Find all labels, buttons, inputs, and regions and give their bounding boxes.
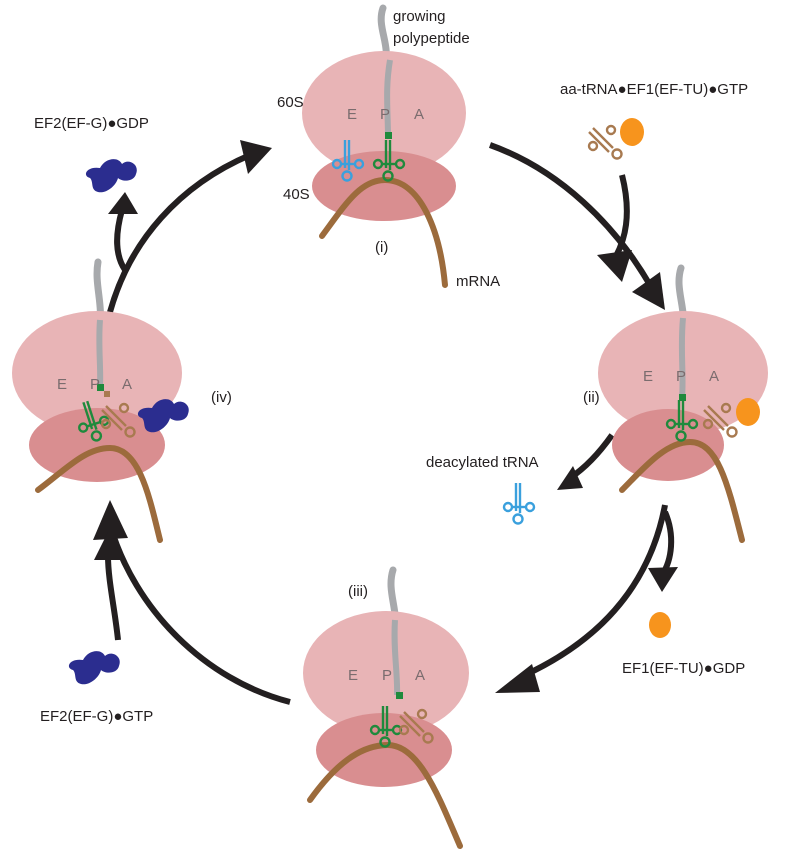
label-aa-trna-complex: aa-tRNA●EF1(EF-TU)●GTP <box>560 81 748 98</box>
arrowhead-deacylated-out <box>557 466 583 490</box>
label-growing: growing <box>393 8 446 25</box>
step-label-iii: (iii) <box>348 583 368 600</box>
ribosome-iii: E P A <box>303 566 469 849</box>
site-a-label-i: A <box>414 106 424 123</box>
ribosome-iv: E P A <box>12 258 189 543</box>
site-e-label-iii: E <box>348 667 358 684</box>
ef-g-gtp-free <box>68 651 120 685</box>
peptide-link-iii <box>396 692 403 699</box>
arrowheads <box>93 140 678 693</box>
arrowhead-efg-gdp-out <box>108 192 138 214</box>
label-deacylated-trna: deacylated tRNA <box>426 454 539 471</box>
arrowhead-aa-trna-in <box>597 250 632 282</box>
site-a-label-iii: A <box>415 667 425 684</box>
site-p-label-ii: P <box>676 368 686 385</box>
large-subunit-i <box>302 51 466 175</box>
arrowhead-ef1-gdp-out <box>648 567 678 592</box>
arrow-i-to-ii <box>488 142 653 287</box>
site-p-label-iv: P <box>90 376 100 393</box>
label-ef2-gdp: EF2(EF-G)●GDP <box>34 115 149 132</box>
label-polypeptide: polypeptide <box>393 30 470 47</box>
arrowhead-i-to-ii <box>632 272 665 310</box>
ribosome-i: E P A <box>302 4 466 288</box>
mrna-ii <box>619 438 745 543</box>
arrow-deacylated-out <box>568 433 615 481</box>
arrow-iv-to-i <box>107 152 252 313</box>
site-e-label-i: E <box>347 106 357 123</box>
arrowhead-efg-gtp-in <box>94 532 124 560</box>
arrow-efg-gdp-out <box>114 209 128 272</box>
arrowhead-iii-to-iv <box>93 500 128 540</box>
label-ef2-gtp: EF2(EF-G)●GTP <box>40 708 153 725</box>
polypeptide-iv-inner <box>96 319 104 386</box>
arrow-efg-gtp-in <box>105 555 121 641</box>
site-e-label-iv: E <box>57 376 67 393</box>
step-label-i: (i) <box>375 239 388 256</box>
peptide-link-i <box>385 132 392 139</box>
large-subunit-iii <box>303 611 469 735</box>
polypeptide-ii-inner <box>678 317 686 399</box>
label-60s: 60S <box>277 94 304 111</box>
ef-tu-gdp-free <box>649 612 671 638</box>
mrna-iv <box>35 444 163 543</box>
arrow-ii-to-iii <box>523 504 668 678</box>
step-label-iv: (iv) <box>211 389 232 406</box>
arrow-iii-to-iv <box>107 524 291 705</box>
ef-tu-ii <box>736 398 760 426</box>
step-label-ii: (ii) <box>583 389 600 406</box>
peptide-link-iv <box>97 384 104 391</box>
peptide-link-ii <box>679 394 686 401</box>
label-40s: 40S <box>283 186 310 203</box>
cycle-arrows <box>105 142 675 705</box>
polypeptide-iii-inner <box>391 619 401 696</box>
site-p-label-i: P <box>380 106 390 123</box>
peptide-link-iv-b <box>104 391 110 397</box>
polypeptide-i-inner <box>384 59 393 139</box>
arrowhead-iv-to-i <box>240 140 272 174</box>
ribosome-ii: E P A <box>598 264 768 543</box>
deacylated-trna-free <box>502 481 536 525</box>
large-subunit-iv <box>12 311 182 435</box>
label-ef1-gdp: EF1(EF-TU)●GDP <box>622 660 745 677</box>
aa-trna-ef-tu-complex <box>587 118 644 160</box>
ef-tu-free <box>620 118 644 146</box>
site-a-label-ii: A <box>709 368 719 385</box>
arrowhead-ii-to-iii <box>495 664 540 693</box>
label-mrna: mRNA <box>456 273 500 290</box>
site-p-label-iii: P <box>382 667 392 684</box>
small-subunit-iii <box>316 713 452 787</box>
site-e-label-ii: E <box>643 368 653 385</box>
ef-g-gdp-free <box>85 159 137 193</box>
site-a-label-iv: A <box>122 376 132 393</box>
